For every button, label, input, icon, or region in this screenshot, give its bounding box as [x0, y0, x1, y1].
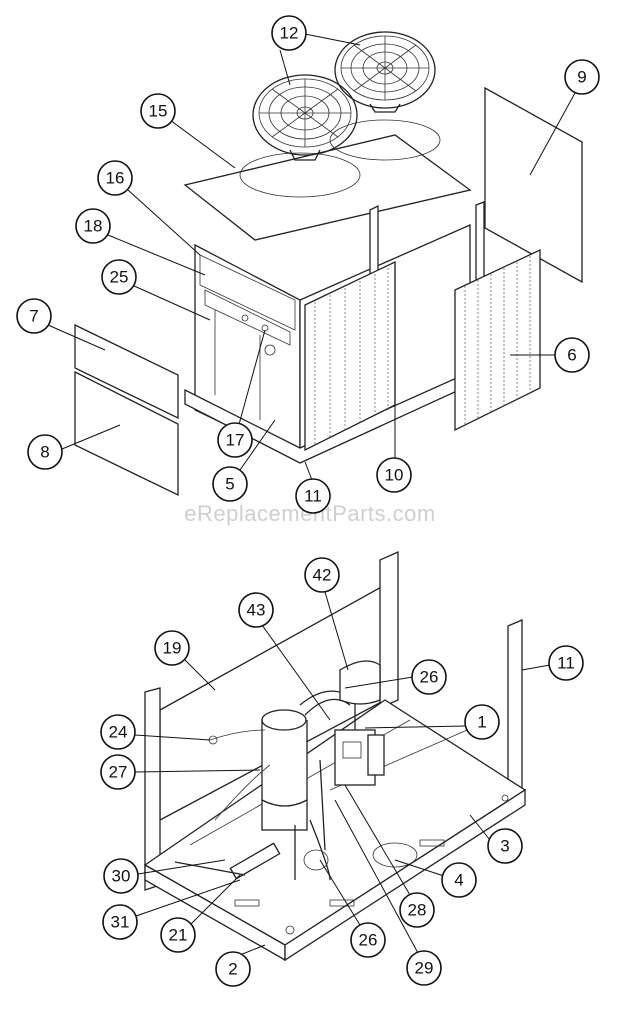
callout-10 — [376, 457, 412, 493]
callout-16 — [97, 160, 133, 196]
rear-panel-9 — [484, 86, 583, 284]
callout-label-8: 8 — [40, 443, 49, 462]
callout-label-26-lower: 26 — [359, 931, 378, 950]
callout-31 — [102, 904, 138, 940]
callout-11-upper — [295, 478, 331, 514]
callout-5 — [212, 466, 248, 502]
corner-post-11 — [507, 619, 523, 797]
callout-7 — [16, 298, 52, 334]
callout-label-21: 21 — [169, 926, 188, 945]
callout-26-lower — [350, 922, 386, 958]
callout-label-29: 29 — [415, 959, 434, 978]
callout-label-24: 24 — [109, 723, 128, 742]
callout-label-10: 10 — [385, 466, 404, 485]
callout-label-6: 6 — [567, 346, 576, 365]
callout-9 — [564, 59, 600, 95]
callout-27 — [100, 754, 136, 790]
callout-label-28: 28 — [408, 901, 427, 920]
callout-label-26-upper: 26 — [420, 668, 439, 687]
callout-21 — [160, 917, 196, 953]
callout-label-16: 16 — [106, 169, 125, 188]
callout-label-30: 30 — [112, 867, 131, 886]
callout-label-11-upper: 11 — [304, 487, 322, 506]
callout-label-3: 3 — [500, 837, 509, 856]
lower-base-assembly — [143, 550, 527, 962]
callout-12 — [271, 15, 307, 51]
callout-label-5: 5 — [225, 475, 234, 494]
condenser-fan-left — [252, 74, 358, 161]
callout-label-9: 9 — [577, 68, 586, 87]
callout-label-31: 31 — [111, 913, 130, 932]
callout-4 — [441, 862, 477, 898]
callout-label-2: 2 — [228, 960, 237, 979]
callout-label-43: 43 — [247, 601, 266, 620]
callout-label-1: 1 — [477, 713, 486, 732]
callout-26-upper — [411, 659, 447, 695]
callout-28 — [399, 892, 435, 928]
callout-label-11-lower: 11 — [557, 654, 575, 673]
upper-cabinet-assembly — [74, 31, 583, 497]
callout-17 — [217, 422, 253, 458]
callout-1 — [464, 704, 500, 740]
callout-6 — [554, 337, 590, 373]
callout-30 — [103, 858, 139, 894]
callout-label-4: 4 — [454, 871, 463, 890]
callout-label-27: 27 — [109, 763, 128, 782]
callout-label-18: 18 — [84, 217, 103, 236]
callout-label-12: 12 — [280, 24, 299, 43]
callout-2 — [215, 951, 251, 987]
callout-label-19: 19 — [163, 639, 182, 658]
callout-25 — [101, 259, 137, 295]
callout-24 — [100, 714, 136, 750]
callout-label-17: 17 — [226, 431, 245, 450]
condenser-fan-right — [334, 31, 436, 113]
callout-label-25: 25 — [110, 268, 129, 287]
callout-19 — [154, 630, 190, 666]
callout-label-42: 42 — [313, 566, 332, 585]
access-panel-8 — [74, 370, 179, 497]
callout-15 — [140, 93, 176, 129]
callout-label-15: 15 — [149, 102, 168, 121]
callout-43 — [238, 592, 274, 628]
callout-3 — [487, 828, 523, 864]
callouts: 1 2 3 4 5 6 7 8 9 10 — [16, 15, 600, 987]
callout-8 — [27, 434, 63, 470]
callout-29 — [406, 950, 442, 986]
coil-guard-panel-6 — [454, 248, 541, 432]
callout-label-7: 7 — [29, 307, 38, 326]
callout-18 — [75, 208, 111, 244]
callout-11-lower — [548, 645, 584, 681]
callout-42 — [304, 557, 340, 593]
